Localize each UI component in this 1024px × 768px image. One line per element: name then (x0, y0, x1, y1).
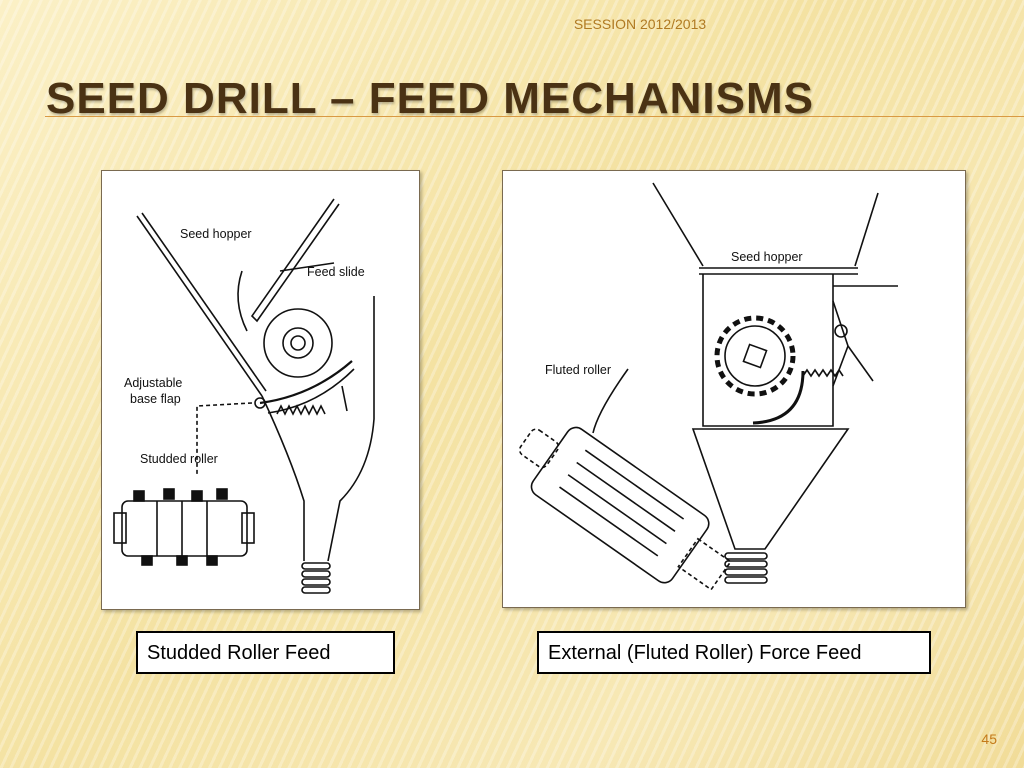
feed-housing (702, 274, 834, 427)
fluted-gear (714, 315, 796, 397)
base-flap (259, 360, 353, 405)
hopper-right-wall (854, 192, 879, 267)
hopper-left-wall (136, 215, 263, 397)
label-adjustable: Adjustable (124, 376, 182, 390)
hopper-left-wall (652, 182, 704, 267)
fluted-roller (518, 426, 732, 591)
studded-roller (113, 488, 255, 566)
label-seed-hopper: Seed hopper (180, 227, 252, 241)
studded-roller-drawing: Seed hopper Feed slide Adjustable base f… (113, 198, 375, 594)
title-underline (45, 116, 1024, 117)
studded-roller-feed-diagram: Seed hopper Feed slide Adjustable base f… (101, 170, 420, 610)
spring (802, 368, 844, 378)
slide-title: SEED DRILL – FEED MECHANISMS (46, 74, 814, 123)
caption-fluted-roller-feed: External (Fluted Roller) Force Feed (537, 631, 931, 674)
fluted-roller-drawing: Seed hopper Fluted roller (518, 182, 898, 591)
feed-gear (263, 308, 333, 378)
label-seed-hopper: Seed hopper (731, 250, 803, 264)
caption-studded-roller-feed: Studded Roller Feed (136, 631, 395, 674)
session-label: SESSION 2012/2013 (573, 16, 707, 32)
label-fluted-roller: Fluted roller (545, 363, 611, 377)
label-base-flap: base flap (130, 392, 181, 406)
slide-number: 45 (981, 731, 997, 747)
hopper-right-wall (327, 296, 375, 562)
label-studded-roller: Studded roller (140, 452, 218, 466)
feed-slide (250, 198, 340, 323)
delivery-funnel (691, 428, 850, 550)
spring (276, 404, 326, 416)
fluted-roller-feed-diagram: Seed hopper Fluted roller (502, 170, 966, 608)
label-feed-slide: Feed slide (307, 265, 365, 279)
tube-left (261, 395, 305, 561)
